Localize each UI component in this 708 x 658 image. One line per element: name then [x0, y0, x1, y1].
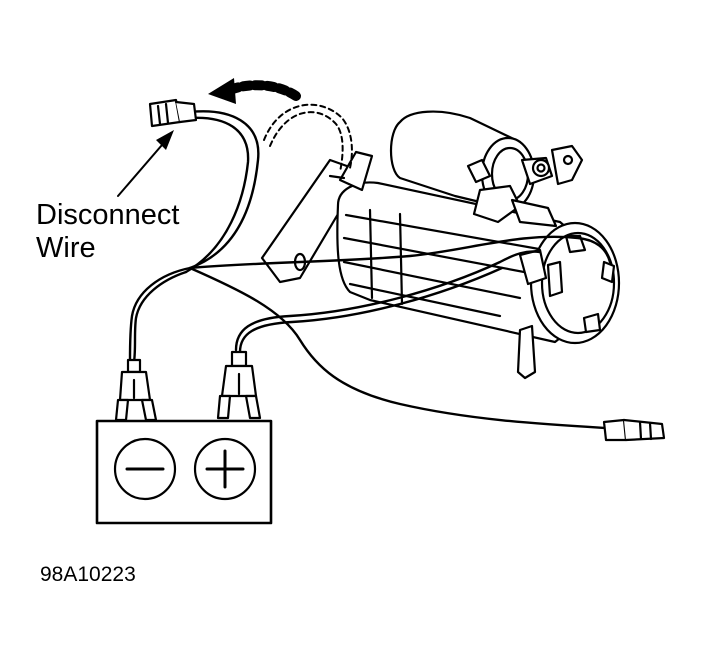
disconnected-connector [148, 98, 198, 128]
callout-line-1: Disconnect [36, 199, 180, 231]
ground-lead-connector [602, 418, 666, 442]
plus-icon [205, 449, 245, 489]
figure-code: 98A10223 [40, 563, 136, 586]
disconnect-direction-arrow [208, 78, 301, 104]
positive-clamp [216, 350, 262, 420]
callout-line-2: Wire [36, 232, 96, 264]
disconnected-wire-path [263, 103, 353, 173]
disconnect-wire-callout: Disconnect Wire [36, 199, 179, 265]
test-leads [128, 110, 612, 430]
battery-negative-terminal [113, 437, 177, 501]
battery [95, 419, 273, 525]
callout-leader-arrow [117, 130, 174, 197]
negative-clamp [114, 358, 158, 422]
battery-positive-terminal [193, 437, 257, 501]
starter-motor [260, 110, 621, 380]
